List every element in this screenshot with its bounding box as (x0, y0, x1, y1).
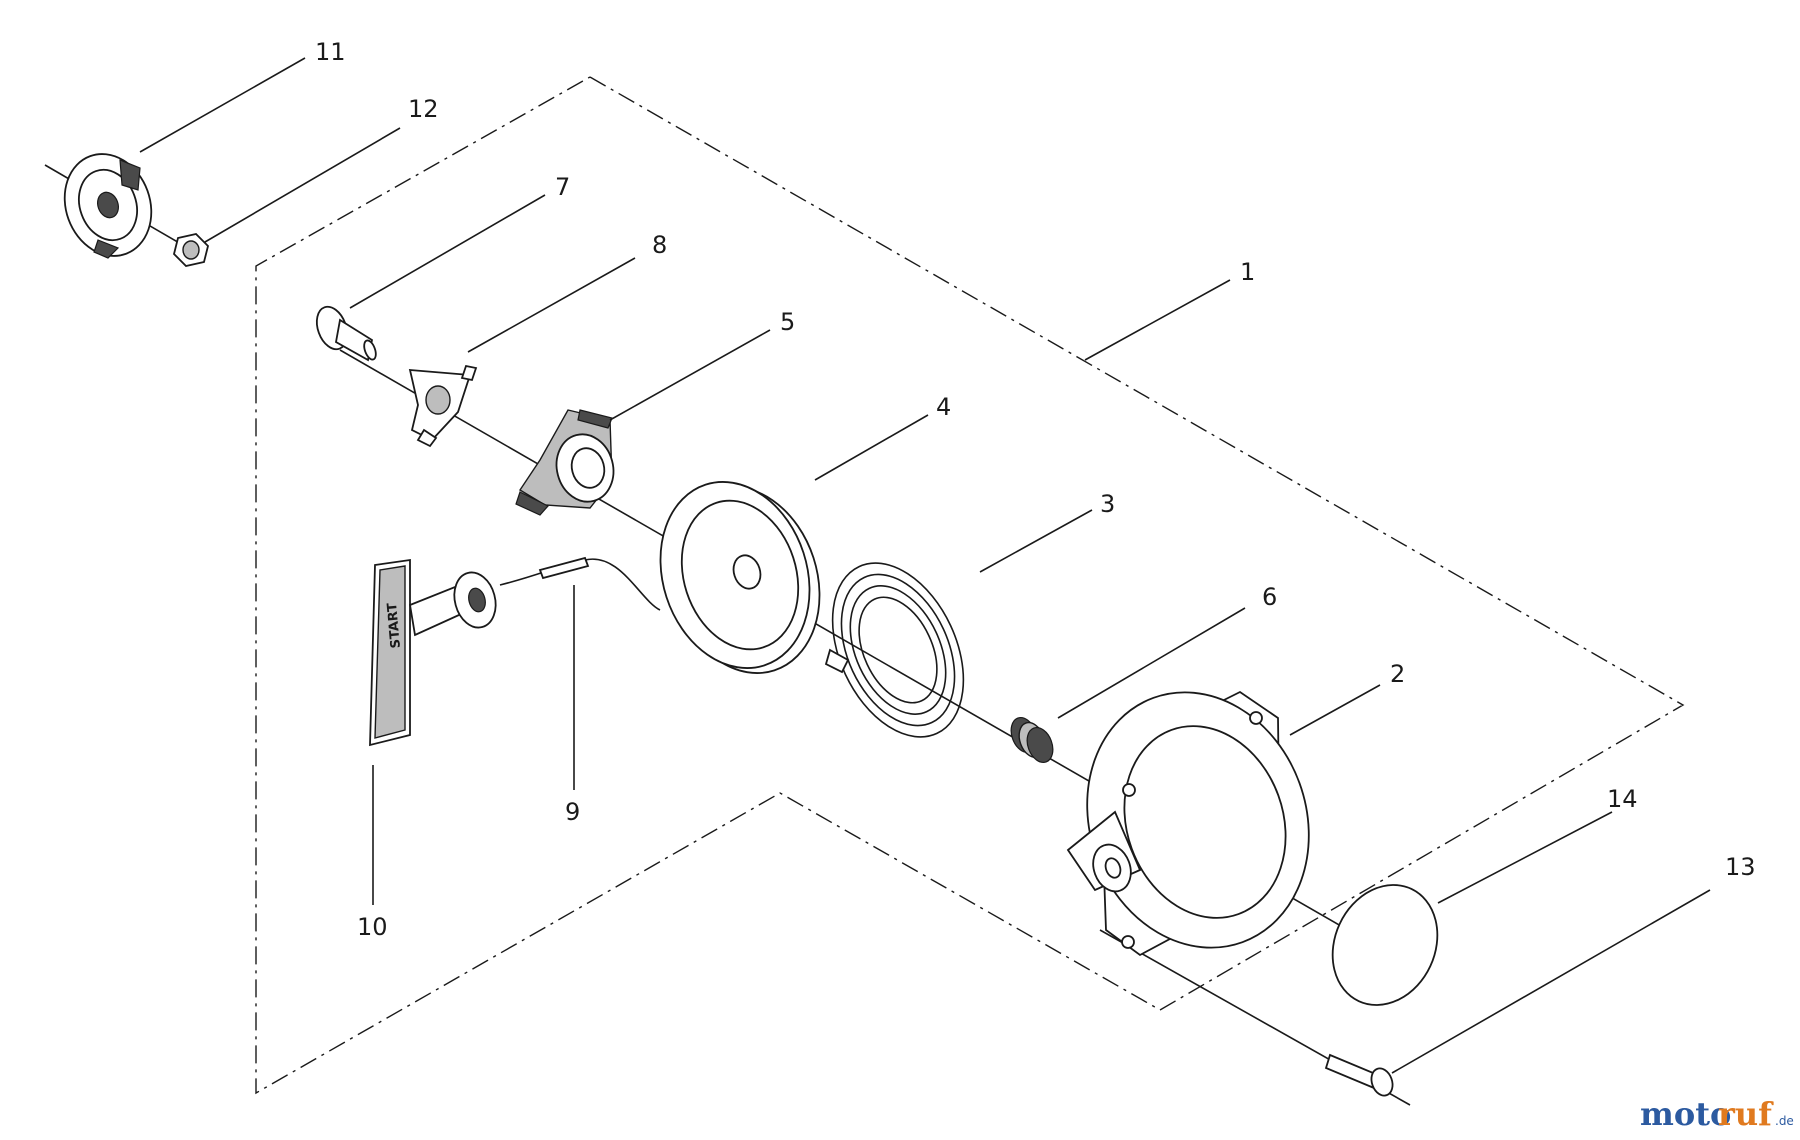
callout-6: 6 (1262, 583, 1277, 611)
callout-8: 8 (652, 231, 667, 259)
callout-11: 11 (315, 38, 346, 66)
leader-6 (1057, 607, 1246, 719)
part-14-plate (1331, 884, 1439, 1006)
leader-7 (349, 194, 546, 309)
assembly-boundary (255, 76, 1685, 1095)
callout-3: 3 (1100, 490, 1115, 518)
part-2-case (1066, 690, 1310, 957)
leader-8 (467, 257, 636, 353)
watermark-logo: moto ruf .de (1640, 1095, 1794, 1133)
leader-13 (1391, 889, 1711, 1074)
leader-2 (1289, 684, 1381, 736)
watermark-ruf: ruf (1718, 1095, 1774, 1133)
leader-11 (139, 57, 306, 153)
callout-14: 14 (1607, 785, 1638, 813)
callout-9: 9 (565, 798, 580, 826)
part-9-rope-end (538, 556, 590, 580)
leader-12 (204, 127, 401, 243)
leader-3 (979, 509, 1093, 573)
callout-1: 1 (1240, 258, 1255, 286)
leader-5 (609, 329, 771, 421)
part-12-nut (173, 233, 209, 267)
leader-14 (1437, 811, 1613, 904)
handle-stamp: START (385, 602, 404, 649)
callout-2: 2 (1390, 660, 1405, 688)
leader-4 (814, 414, 929, 481)
part-6-small-spring (1010, 716, 1054, 764)
part-11-washer (63, 153, 153, 259)
watermark-domain: .de (1775, 1114, 1794, 1128)
watermark-moto: moto (1640, 1095, 1731, 1133)
part-10-handle: START (369, 558, 497, 747)
part-8-clip (408, 364, 478, 448)
callout-10: 10 (357, 913, 388, 941)
part-13-bolt (1324, 1053, 1394, 1097)
part-5-ratchet (515, 409, 615, 516)
part-7-pin (315, 305, 377, 362)
callout-13: 13 (1725, 853, 1756, 881)
part-4-pulley (659, 481, 821, 674)
callout-5: 5 (780, 308, 795, 336)
leader-1 (1084, 279, 1231, 361)
callout-12: 12 (408, 95, 439, 123)
part-3-spring (824, 562, 965, 738)
callout-4: 4 (936, 393, 951, 421)
callout-7: 7 (555, 173, 570, 201)
